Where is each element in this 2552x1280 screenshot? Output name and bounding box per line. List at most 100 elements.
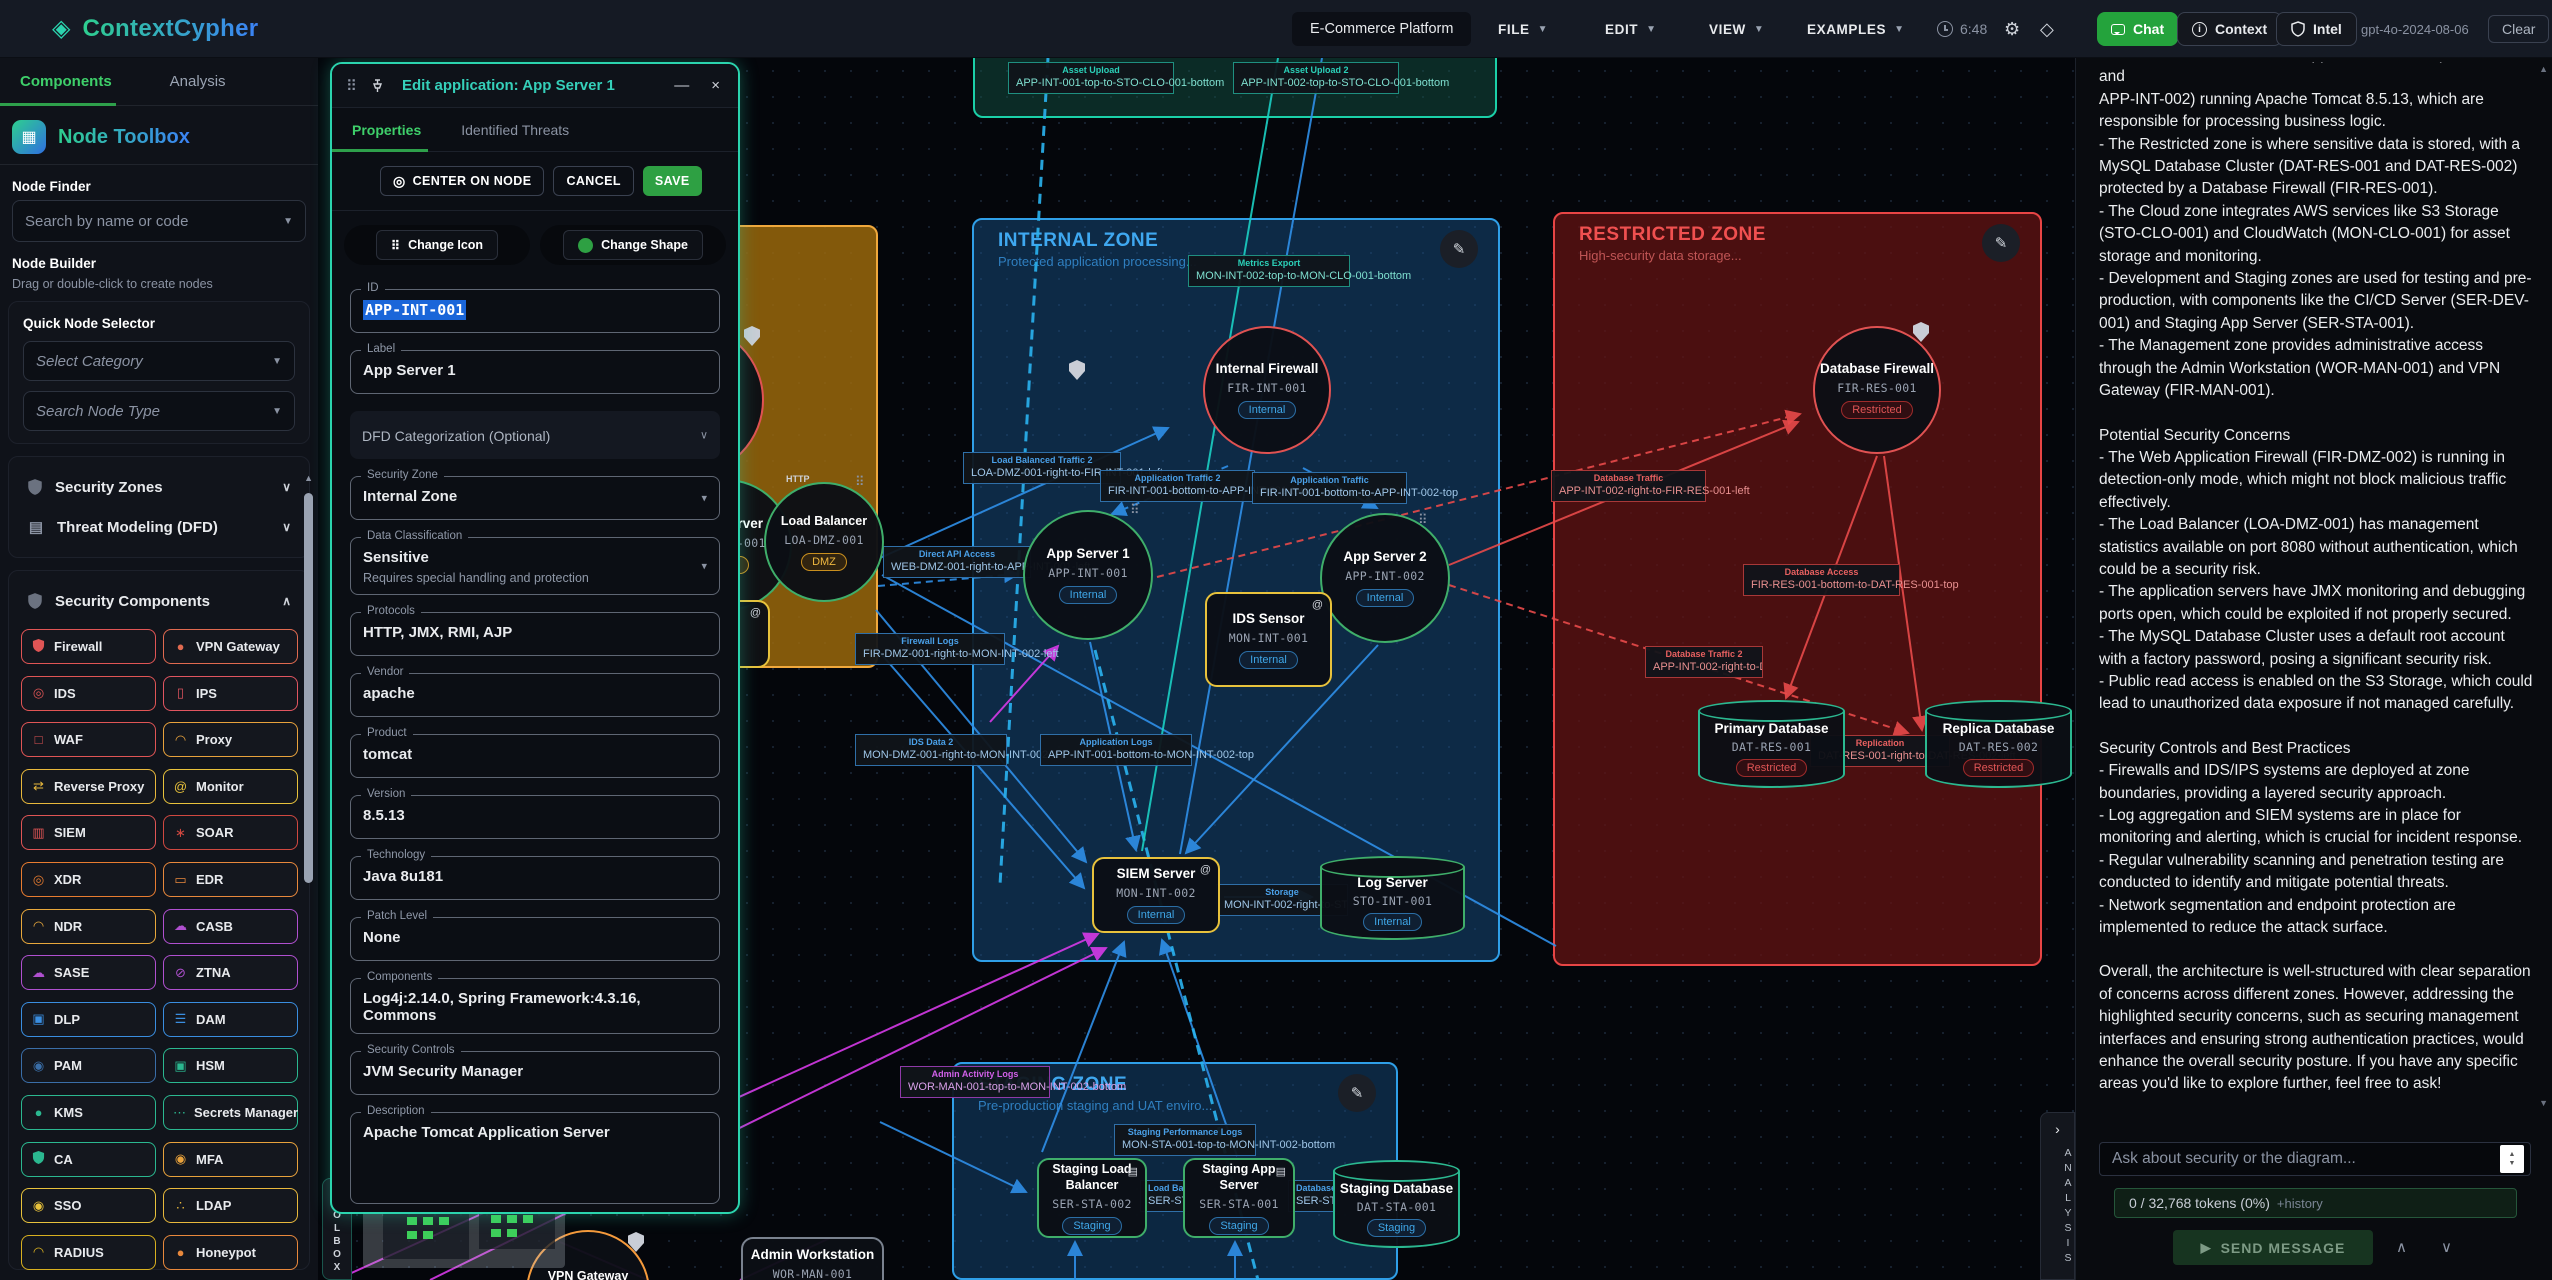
save-button[interactable]: SAVE (642, 166, 702, 196)
component-vpn-gateway[interactable]: ●VPN Gateway (163, 629, 298, 664)
document-title[interactable]: E-Commerce Platform (1292, 12, 1472, 46)
input-stepper[interactable]: ▲▼ (2500, 1145, 2524, 1173)
node-search-input[interactable]: Search by name or code▼ (12, 200, 306, 242)
change-icon-button[interactable]: ⠿Change Icon (375, 230, 499, 260)
center-on-node-button[interactable]: ◎ CENTER ON NODE (380, 166, 545, 196)
pin-icon[interactable] (371, 78, 384, 93)
context-button[interactable]: i Context (2177, 12, 2283, 46)
gear-icon[interactable]: ⚙ (2004, 18, 2021, 39)
component-sso[interactable]: ◉SSO (21, 1188, 156, 1224)
component-casb[interactable]: ☁CASB (163, 908, 298, 944)
component-monitor[interactable]: @Monitor (163, 768, 298, 804)
clear-button[interactable]: Clear (2488, 15, 2550, 43)
component-soar[interactable]: ∗SOAR (163, 815, 298, 851)
component-sase[interactable]: ☁SASE (21, 955, 156, 991)
sidebar-item-security-zones[interactable]: Security Zones∨ (19, 467, 299, 507)
component-honeypot[interactable]: ●Honeypot (163, 1234, 298, 1270)
tab-identified-threats[interactable]: Identified Threats (461, 121, 570, 138)
component-radius[interactable]: ◠RADIUS (21, 1234, 156, 1270)
component-ips[interactable]: ▯IPS (163, 675, 298, 711)
menu-edit[interactable]: EDIT▼ (1605, 21, 1657, 37)
tab-components[interactable]: Components (20, 73, 112, 90)
chevron-down-icon[interactable]: ∨ (2441, 1239, 2452, 1256)
component-siem[interactable]: ▥SIEM (21, 815, 156, 851)
menu-view[interactable]: VIEW▼ (1709, 21, 1765, 37)
component-reverse-proxy[interactable]: ⇄Reverse Proxy (21, 768, 156, 804)
chat-input[interactable]: Ask about security or the diagram... ▲▼ (2099, 1142, 2531, 1176)
cube-icon[interactable]: ◇ (2040, 18, 2054, 39)
edge-label-staging-db-queries[interactable]: Database QueriesSER-STA-001-right-to-DAT… (1288, 1180, 1336, 1212)
component-dam[interactable]: ☰DAM (163, 1001, 298, 1037)
tab-analysis[interactable]: Analysis (169, 73, 226, 90)
edit-zone-button[interactable]: ✎ (1982, 224, 2020, 262)
chat-button[interactable]: Chat (2097, 12, 2179, 46)
sidebar-item-security-components[interactable]: Security Components∧ (19, 581, 299, 621)
component-ca[interactable]: CA (21, 1141, 156, 1177)
settings-control[interactable]: ⚙ (1988, 0, 2020, 58)
send-message-button[interactable]: ▶ SEND MESSAGE (2173, 1230, 2373, 1265)
component-xdr[interactable]: ◎XDR (21, 862, 156, 897)
drag-handle-icon[interactable]: ⠿ (346, 77, 357, 95)
component-ids[interactable]: ◎IDS (21, 675, 156, 711)
edit-zone-button[interactable]: ✎ (1338, 1074, 1376, 1112)
component-hsm[interactable]: ▣HSM (163, 1048, 298, 1084)
field-dfd-categorization-optional[interactable]: DFD Categorization (Optional)∨ (350, 411, 720, 459)
component-ldap[interactable]: ∴LDAP (163, 1188, 298, 1224)
component-firewall[interactable]: Firewall (21, 629, 156, 664)
chat-log[interactable]: - The Internal zone hosts two applicatio… (2099, 62, 2535, 1108)
close-icon[interactable]: × (711, 77, 720, 94)
scroll-down-icon[interactable]: ▼ (2539, 1098, 2548, 1108)
analysis-vertical-tab[interactable]: › ANALYSIS (2040, 1112, 2075, 1280)
chevron-right-icon[interactable]: › (2055, 1121, 2060, 1137)
component-dlp[interactable]: ▣DLP (21, 1001, 156, 1037)
edit-zone-button[interactable]: ✎ (1440, 230, 1478, 268)
scrollbar-thumb[interactable] (304, 493, 313, 883)
component-secrets-manager[interactable]: ⋯Secrets Manager (163, 1095, 298, 1130)
component-ztna[interactable]: ⊘ZTNA (163, 955, 298, 991)
dialog-header[interactable]: ⠿ Edit application: App Server 1 — × (332, 64, 738, 108)
component-pam[interactable]: ◉PAM (21, 1048, 156, 1084)
menu-file[interactable]: FILE▼ (1498, 21, 1549, 37)
scroll-up-icon[interactable]: ▲ (2539, 64, 2548, 74)
component-ndr[interactable]: ◠NDR (21, 908, 156, 944)
tab-properties[interactable]: Properties (352, 121, 422, 138)
cancel-button[interactable]: CANCEL (553, 166, 634, 196)
intel-button[interactable]: Intel (2276, 12, 2357, 46)
component-kms[interactable]: ●KMS (21, 1095, 156, 1130)
